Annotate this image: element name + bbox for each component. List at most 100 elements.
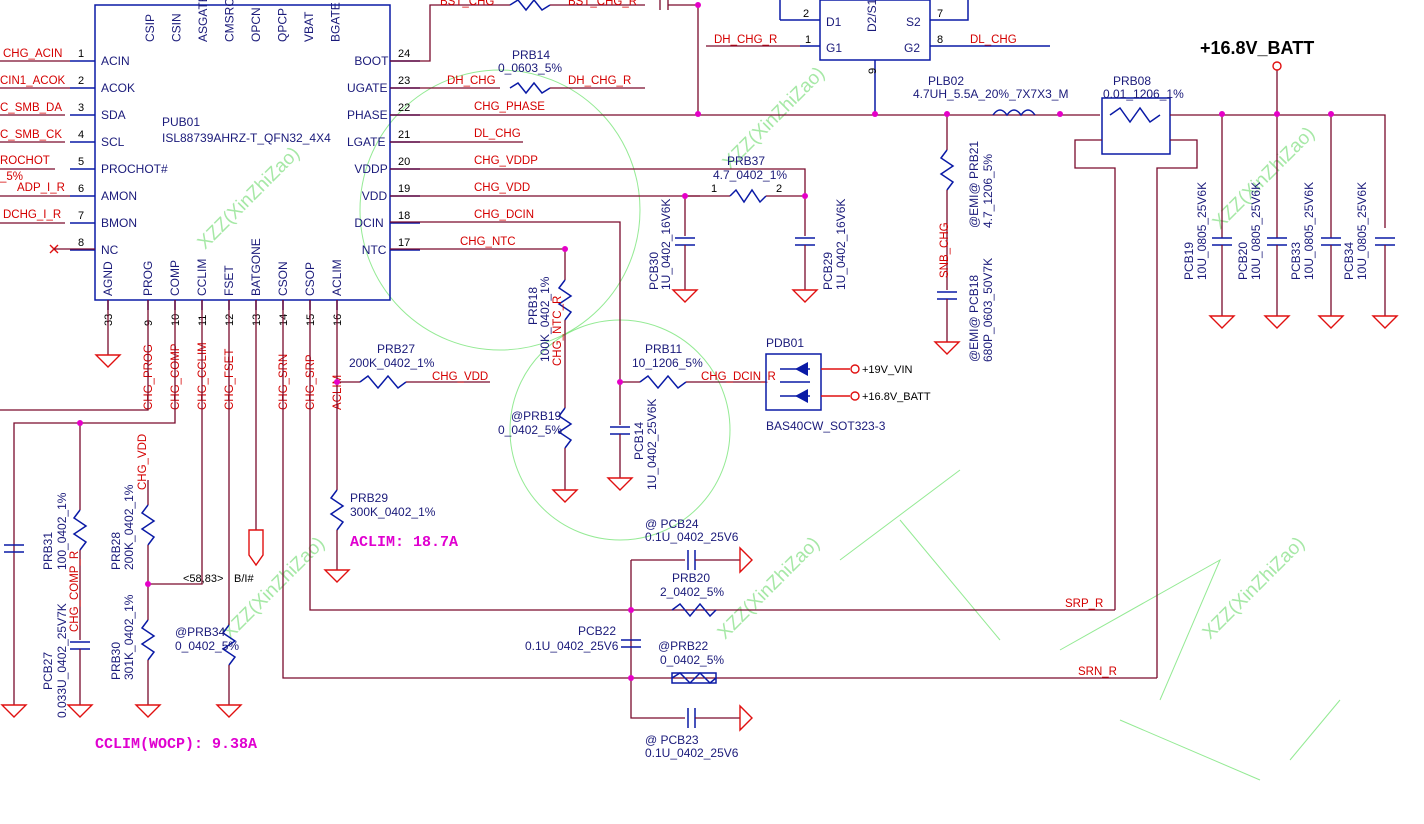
net-dh-chg-r-g1: DH_CHG_R	[714, 34, 777, 46]
ic-left-pin-name: AMON	[101, 189, 137, 203]
net-chg-phase: CHG_PHASE	[474, 101, 545, 113]
ic-right-pin-num: 24	[398, 48, 410, 60]
pcb20-ref: PCB20	[1236, 242, 1250, 280]
ic-bottom-pin-net: CHG_SRP	[305, 354, 317, 410]
net-dl-chg: DL_CHG	[474, 128, 521, 140]
current-sense: SRP_R SRN_R @ PCB24 0.1U_0402_25V6 PRB20…	[282, 300, 1157, 760]
note-cclim: CCLIM(WOCP): 9.38A	[95, 736, 257, 753]
prb08-val: 0.01_1206_1%	[1103, 87, 1184, 101]
pcb24-val: 0.1U_0402_25V6	[645, 530, 739, 544]
net-adp-i: ADP_I_R	[17, 182, 65, 194]
snubber: @EMI@ PRB21 4.7_1206_5% SNB_CHG @EMI@ PC…	[933, 115, 995, 362]
net-chg-comp-r: CHG_COMP_R	[69, 551, 81, 632]
pcb20-val: 10U_0805_25V6K	[1249, 182, 1263, 280]
net-chg-vdd: CHG_VDD	[474, 182, 530, 194]
ic-bottom-pin-num: 15	[305, 314, 317, 326]
junction-dot	[695, 111, 701, 117]
net-dchg-i: DCHG_I_R	[3, 209, 61, 221]
junction-dot	[628, 607, 634, 613]
ic-top-pin-name: CSIP	[143, 14, 157, 42]
ic-left-pin-name: NC	[101, 243, 119, 257]
plb02-val: 4.7UH_5.5A_20%_7X7X3_M	[913, 87, 1068, 101]
mosfet-pin1: 1	[805, 34, 811, 46]
ic-right-pin-name: UGATE	[347, 81, 387, 95]
ic-ref: PUB01	[162, 115, 200, 129]
ic-bottom-pin-name: BATGONE	[249, 238, 263, 296]
ic-left-pin-num: 5	[78, 156, 84, 168]
junction-dot	[145, 581, 151, 587]
net-chg-vdd-3: CHG_VDD	[137, 434, 149, 490]
prb21-val: 4.7_1206_5%	[981, 154, 995, 228]
junctions	[77, 2, 1334, 681]
junction-dot	[682, 193, 688, 199]
pcb27-ref: PCB27	[41, 652, 55, 690]
pcb14-val: 1U_0402_25V6K	[645, 399, 659, 490]
ic-left-pin-name: SCL	[101, 135, 125, 149]
net-chg-dcin-r: CHG_DCIN_R	[701, 371, 776, 383]
junction-dot	[1328, 111, 1334, 117]
net-snb-chg: SNB_CHG	[939, 222, 951, 278]
prb22-ref: @PRB22	[658, 639, 709, 653]
junction-dot	[334, 379, 340, 385]
pdb01-val: BAS40CW_SOT323-3	[766, 419, 886, 433]
net-batt-16v8: +16.8V_BATT	[1200, 38, 1314, 58]
prb14-val: 0_0603_5%	[498, 61, 562, 75]
mosfet-pin7: 7	[937, 8, 943, 20]
pcb29-ref: PCB29	[821, 252, 835, 290]
ic-bottom-pin-net: CHG_FSET	[224, 349, 236, 410]
pdb01-ref: PDB01	[766, 336, 804, 350]
prb31-val: 100_0402_1%	[55, 492, 69, 570]
ic-left-pin-num: 2	[78, 75, 84, 87]
ic-bottom-pin-net: CHG_SRN	[278, 354, 290, 410]
net-chg-ntc: CHG_NTC	[460, 236, 516, 248]
ic-right-pin-name: NTC	[362, 243, 387, 257]
net-dh-chg-r: DH_CHG_R	[568, 75, 631, 87]
svg-text:1: 1	[711, 183, 717, 195]
ic-bottom-pin-net: CHG_PROG	[143, 344, 155, 410]
ic-top-pin-name: QPCP	[276, 8, 290, 42]
ic-right-pin-name: DCIN	[354, 216, 383, 230]
mosfet-pair: D1 G1 S2 G2 D2/S1 2 1 7 8 9 DH_CHG_R DL_…	[706, 0, 1050, 114]
pcb24-ref: @ PCB24	[645, 517, 699, 531]
prb37-val: 4.7_0402_1%	[713, 168, 787, 182]
ic-bottom-pin-name: COMP	[168, 260, 182, 296]
ic-right-pin-num: 21	[398, 129, 410, 141]
pcb33-ref: PCB33	[1289, 242, 1303, 280]
ic-left-pin-num: 8	[78, 237, 84, 249]
ic-left-pin-num: 3	[78, 102, 84, 114]
ic-right-pin-num: 18	[398, 210, 410, 222]
prb27-val: 200K_0402_1%	[349, 356, 435, 370]
ic-right-pin-name: PHASE	[347, 108, 388, 122]
pcb23-val: 0.1U_0402_25V6	[645, 746, 739, 760]
dcin-stage: PRB11 10_1206_5% CHG_DCIN_R PCB14 1U_040…	[606, 336, 931, 491]
mosfet-s2: S2	[906, 15, 921, 29]
prb37-ref: PRB37	[727, 154, 765, 168]
net-chg-acin: CHG_ACIN	[3, 48, 62, 60]
prb20-val: 2_0402_5%	[660, 585, 724, 599]
prb18-val: 100K_0402_1%	[538, 276, 552, 362]
pcb19-val: 10U_0805_25V6K	[1195, 182, 1209, 280]
ic-left-pin-num: 1	[78, 48, 84, 60]
net-srn-r: SRN_R	[1078, 666, 1117, 678]
left-extra-5pct: _5%	[0, 171, 23, 183]
ic-bottom-pin-name: CSON	[276, 261, 290, 296]
junction-dot	[695, 2, 701, 8]
net-dl-chg-g2: DL_CHG	[970, 34, 1017, 46]
watermark-text-1: XZZ(XinZhiZao)	[194, 143, 304, 253]
ic-bottom-pin-name: AGND	[101, 261, 115, 296]
bottom-left-network: PRB31 100_0402_1% CHG_COMP_R PCB27 0.033…	[0, 300, 264, 753]
pcb30-ref: PCB30	[647, 252, 661, 290]
pcb23-ref: @ PCB23	[645, 733, 699, 747]
prb11-ref: PRB11	[645, 342, 682, 356]
ic-bottom-pin-num: 12	[224, 314, 236, 326]
mosfet-d2s1: D2/S1	[865, 0, 879, 32]
ic-right-wiring: BST_CHG BST_CHG_R DH_CHG DH_CHG_R PRB14 …	[390, 0, 1060, 382]
pcb34-ref: PCB34	[1342, 242, 1356, 280]
prb28-val: 200K_0402_1%	[122, 484, 136, 570]
ic-bottom-pin-num: 13	[251, 314, 263, 326]
svg-text:2: 2	[776, 183, 782, 195]
bi-net: B/I#	[234, 573, 254, 585]
prb28-ref: PRB28	[109, 532, 123, 570]
